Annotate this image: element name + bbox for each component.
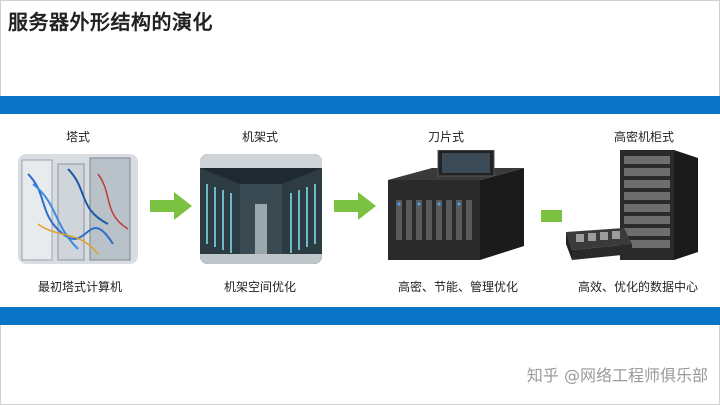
stage-label-cabinet: 高密机柜式 bbox=[613, 130, 674, 144]
stage-desc-cabinet: 高效、优化的数据中心 bbox=[577, 280, 698, 294]
cabinet-server-photo bbox=[562, 148, 712, 268]
top-blue-band bbox=[0, 96, 720, 114]
slide-title: 服务器外形结构的演化 bbox=[8, 10, 213, 34]
bottom-blue-band bbox=[0, 307, 720, 325]
stage-label-blade: 刀片式 bbox=[427, 130, 464, 144]
tower-servers-photo bbox=[18, 154, 138, 264]
arrow-right-icon bbox=[150, 192, 192, 220]
stage-desc-rack: 机架空间优化 bbox=[223, 280, 296, 294]
watermark-text: 知乎 @网络工程师俱乐部 bbox=[526, 366, 708, 385]
stage-desc-blade: 高密、节能、管理优化 bbox=[397, 280, 518, 294]
rack-servers-photo bbox=[200, 154, 322, 264]
evolution-panel: 塔式 最初塔式计算机 机架式 bbox=[0, 114, 720, 307]
stage-label-rack: 机架式 bbox=[241, 130, 278, 144]
blade-server-photo bbox=[382, 150, 532, 266]
stage-desc-tower: 最初塔式计算机 bbox=[37, 280, 122, 294]
arrow-right-icon bbox=[334, 192, 376, 220]
stage-label-tower: 塔式 bbox=[65, 130, 90, 144]
